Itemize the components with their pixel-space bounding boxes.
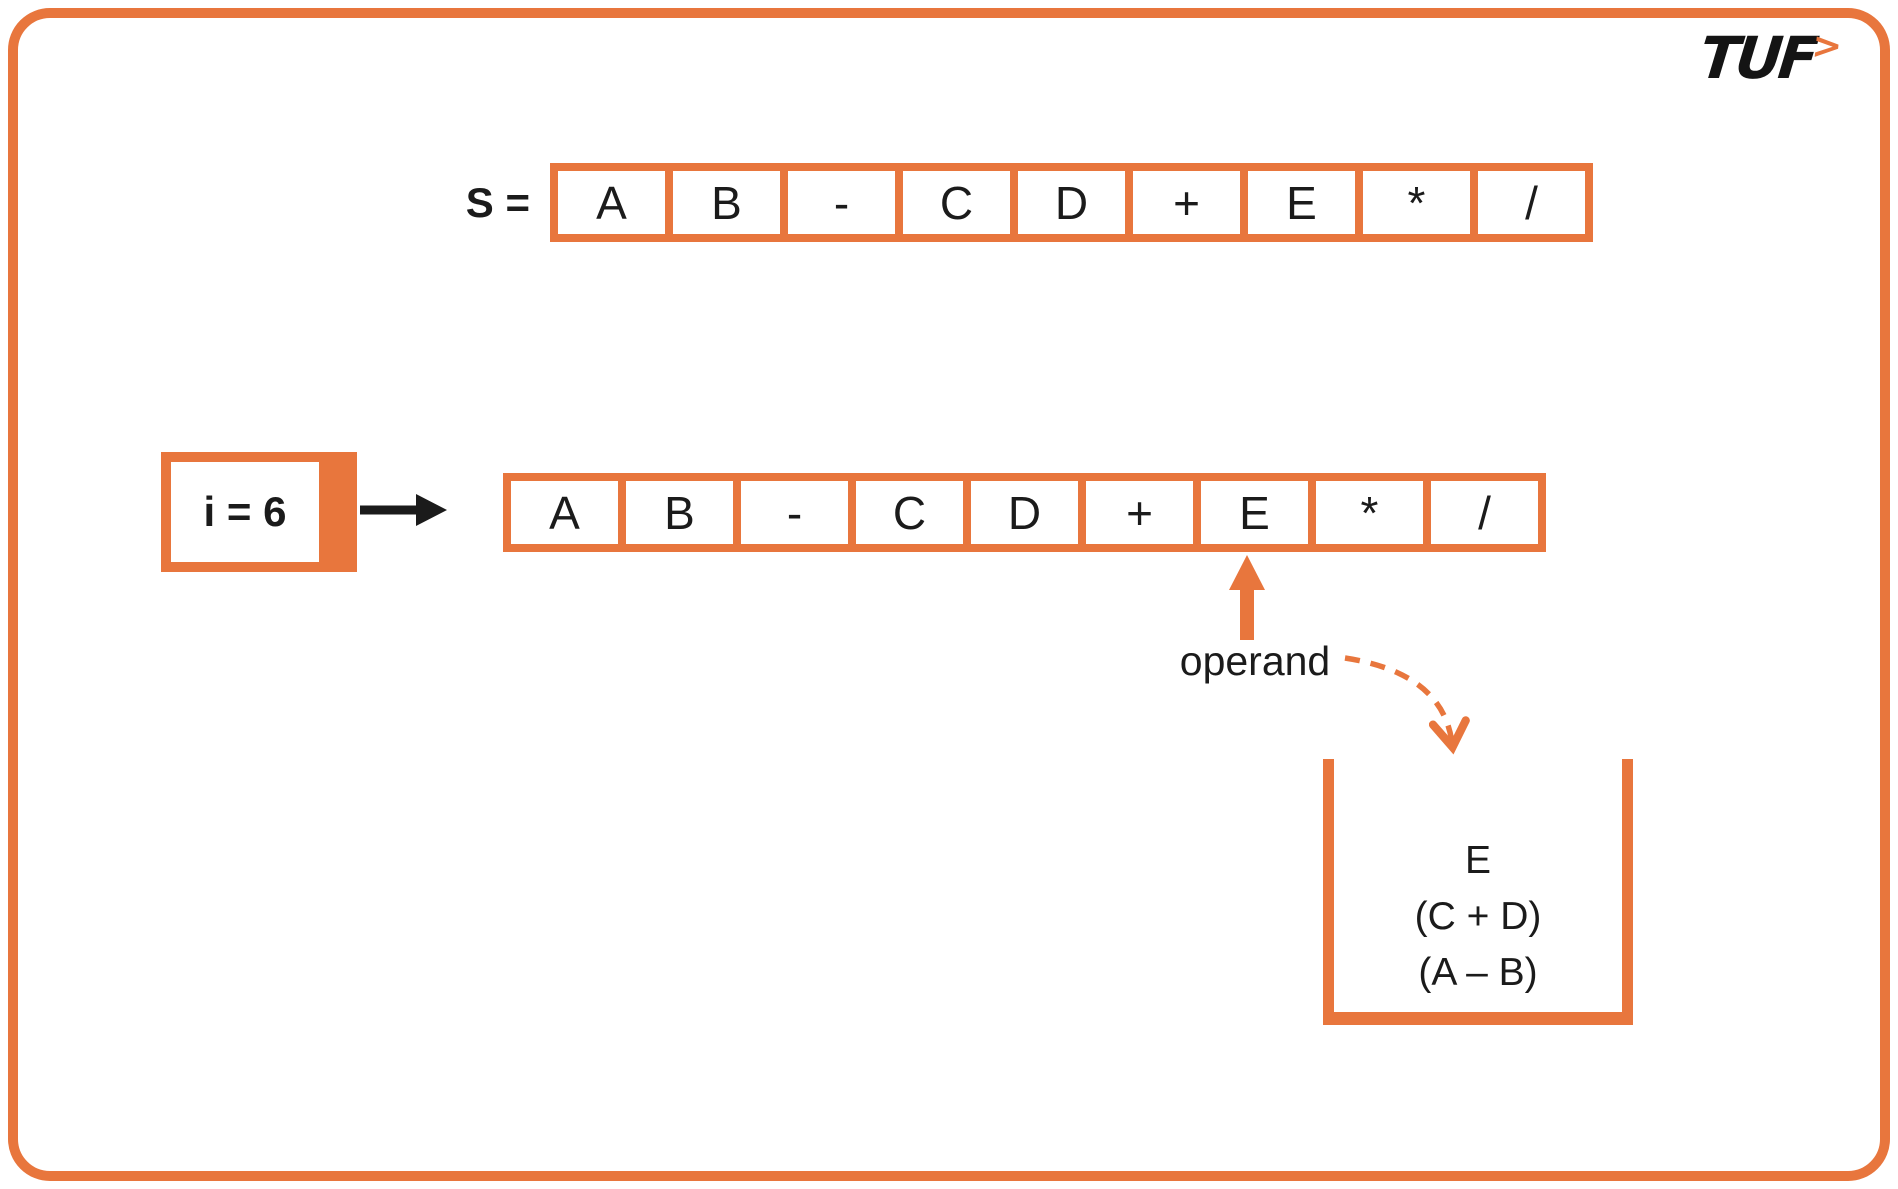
iteration-cell: / <box>1423 473 1546 552</box>
expression-cell: C <box>895 163 1018 242</box>
iteration-cell: E <box>1193 473 1316 552</box>
iteration-cell: C <box>848 473 971 552</box>
right-arrow-icon <box>360 494 447 526</box>
iteration-cell: - <box>733 473 856 552</box>
stack-item: (C + D) <box>1414 895 1542 938</box>
stack-item: (A – B) <box>1418 951 1538 994</box>
iteration-cell: B <box>618 473 741 552</box>
tuf-logo: TUF> <box>1696 24 1845 92</box>
iteration-cell: D <box>963 473 1086 552</box>
expression-cell: + <box>1125 163 1248 242</box>
expression-cell: E <box>1240 163 1363 242</box>
stack-items: E (C + D) (A – B) <box>1334 759 1622 1012</box>
iteration-cell: + <box>1078 473 1201 552</box>
stack-item: E <box>1464 839 1491 882</box>
stack-container: E (C + D) (A – B) <box>1323 759 1633 1025</box>
index-box: i = 6 <box>161 452 357 572</box>
iteration-cell: * <box>1308 473 1431 552</box>
push-to-stack-arrow-icon <box>1344 655 1470 755</box>
expression-cell: A <box>550 163 673 242</box>
expression-cell: D <box>1010 163 1133 242</box>
index-box-fill-strip <box>319 462 347 562</box>
operand-pointer-arrow-icon <box>1229 555 1265 640</box>
expression-cell: / <box>1470 163 1593 242</box>
index-label: i = 6 <box>203 488 287 535</box>
expression-cell: * <box>1355 163 1478 242</box>
tuf-logo-text: TUF <box>1696 24 1818 92</box>
operand-label: operand <box>1179 638 1331 684</box>
iteration-cell: A <box>503 473 626 552</box>
tuf-logo-chevron-icon: > <box>1810 26 1845 67</box>
expression-cell: B <box>665 163 788 242</box>
expression-cell: - <box>780 163 903 242</box>
expression-label: S = <box>465 178 530 226</box>
